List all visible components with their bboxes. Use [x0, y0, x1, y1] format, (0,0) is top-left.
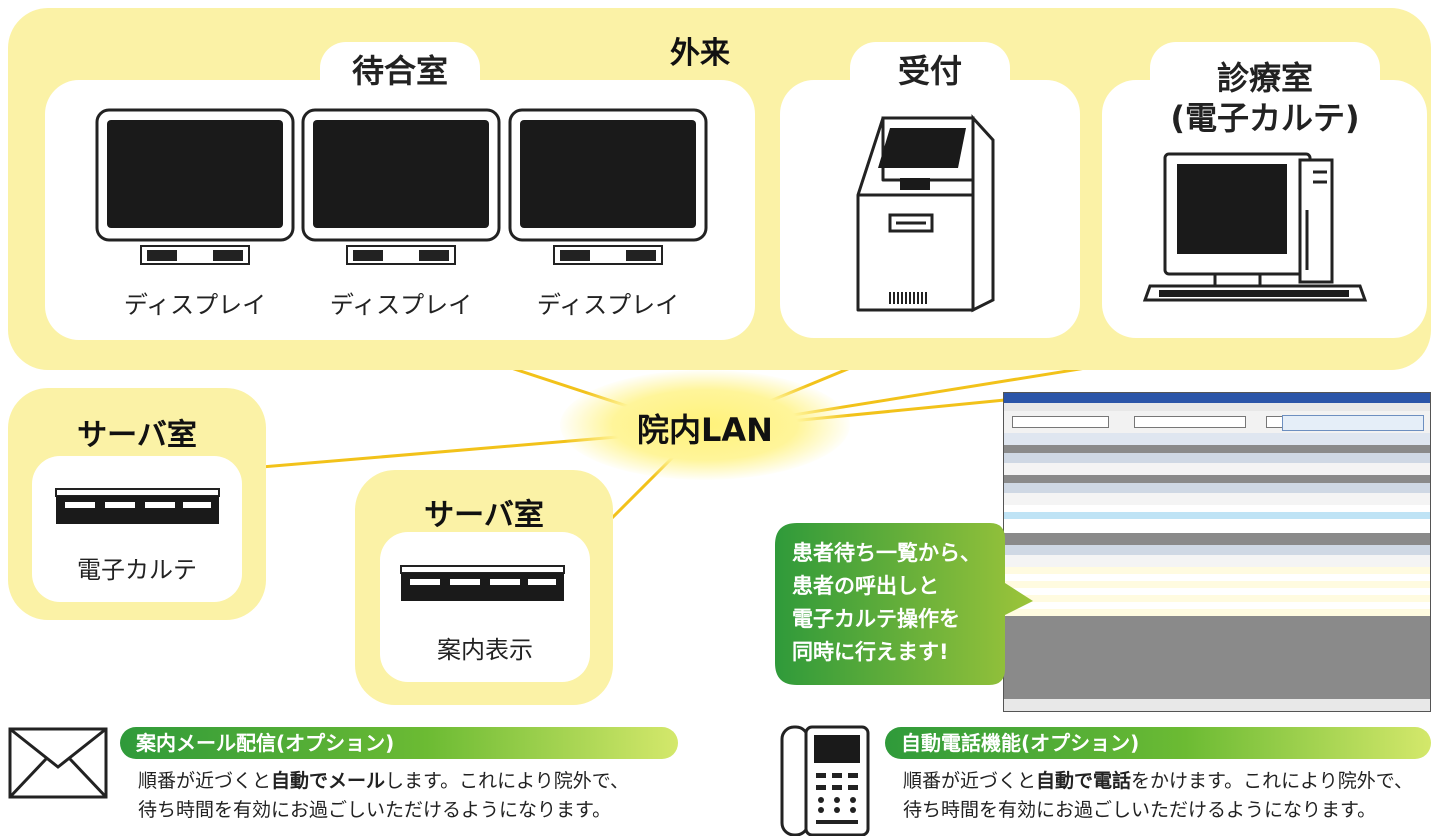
- phone-desc-bold2: 電話: [1093, 770, 1132, 792]
- display-label-1: ディスプレイ: [123, 291, 267, 319]
- phone-option-desc: 順番が近づくと自動で電話をかけます。これにより院外で、 待ち時間を有効にお過ごし…: [903, 767, 1431, 825]
- lan-hub-glow: [560, 370, 850, 480]
- exam-room-title-line1: 診療室: [1216, 59, 1313, 97]
- waiting-room-title: 待合室: [320, 42, 480, 92]
- mail-desc-bold: 自動でメール: [271, 770, 386, 792]
- mail-option-title: 案内メール配信(オプション): [120, 727, 678, 759]
- desktop-pc-icon: [1135, 150, 1375, 310]
- server-unit-icon: [55, 488, 220, 526]
- display-label-2: ディスプレイ: [329, 291, 473, 319]
- mail-desc-post: します。これにより院外で、: [385, 770, 629, 792]
- callout-line4: 同時に行えます!: [792, 640, 949, 664]
- mail-icon: [8, 727, 108, 799]
- mail-desc-line2: 待ち時間を有効にお過ごしいただけるようになります。: [138, 799, 612, 821]
- patient-list-screenshot: [1003, 392, 1431, 712]
- reception-title: 受付: [850, 42, 1010, 92]
- menubar: [1004, 403, 1430, 411]
- phone-desc-line2: 待ち時間を有効にお過ごしいただけるようになります。: [903, 799, 1377, 821]
- server-room-2-title: サーバ室: [424, 498, 544, 533]
- exam-room-title-line2: (電子カルテ): [1170, 99, 1360, 137]
- callout-text: 患者待ち一覧から、 患者の呼出しと 電子カルテ操作を 同時に行えます!: [792, 537, 1012, 669]
- server-room-1-card: [32, 456, 242, 602]
- monitor-icon: [301, 108, 501, 265]
- phone-icon: [780, 725, 870, 837]
- server-room-2-label: 案内表示: [437, 636, 533, 664]
- callout-line3: 電子カルテ操作を: [792, 607, 960, 631]
- statusbar: [1004, 699, 1430, 711]
- display-1: [95, 108, 295, 268]
- lan-label: 院内LAN: [637, 411, 773, 449]
- toolbar: [1004, 433, 1430, 445]
- phone-desc-bold1: 自動で: [1036, 770, 1094, 792]
- kiosk-icon: [848, 110, 998, 315]
- callout-bubble: [775, 523, 1035, 685]
- outpatient-title: 外来: [670, 36, 730, 71]
- exam-room-title: 診療室 (電子カルテ): [1150, 42, 1380, 142]
- callout-line1: 患者待ち一覧から、: [792, 541, 981, 565]
- display-label-3: ディスプレイ: [536, 291, 680, 319]
- display-2: [301, 108, 501, 268]
- server-room-1-label: 電子カルテ: [77, 556, 197, 584]
- mail-desc-pre: 順番が近づくと: [138, 770, 272, 792]
- phone-desc-pre: 順番が近づくと: [903, 770, 1037, 792]
- server-room-2-card: [380, 532, 590, 682]
- server-unit-icon: [400, 565, 565, 603]
- phone-desc-post: をかけます。これにより院外で、: [1131, 770, 1414, 792]
- mail-option-desc: 順番が近づくと自動でメールします。これにより院外で、 待ち時間を有効にお過ごしい…: [138, 767, 698, 825]
- monitor-icon: [95, 108, 295, 265]
- server-room-1-title: サーバ室: [77, 418, 197, 453]
- titlebar: [1004, 393, 1430, 403]
- display-3: [508, 108, 708, 268]
- phone-option-title: 自動電話機能(オプション): [885, 727, 1431, 759]
- callout-line2: 患者の呼出しと: [792, 574, 939, 598]
- monitor-icon: [508, 108, 708, 265]
